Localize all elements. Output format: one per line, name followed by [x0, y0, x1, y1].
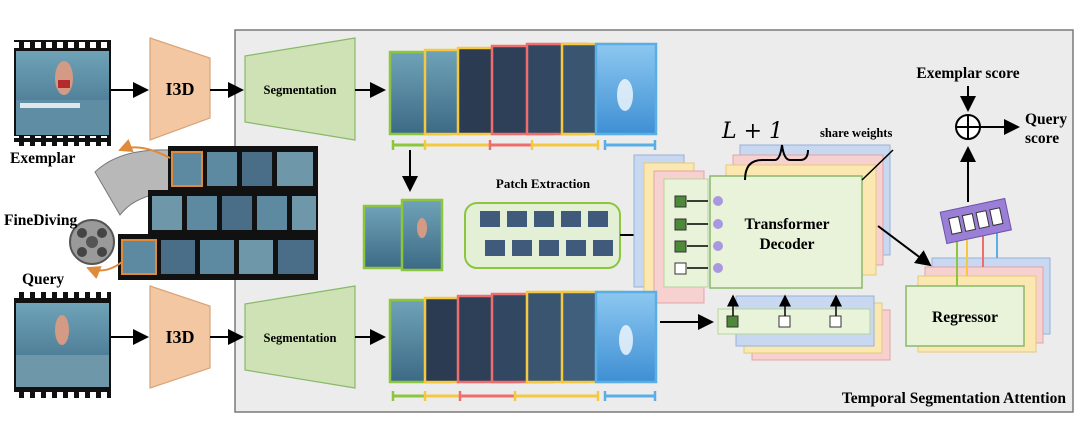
i3d-label-top: I3D: [165, 79, 194, 99]
query-video-thumbnail: [14, 292, 111, 398]
exemplar-label: Exemplar: [10, 150, 76, 167]
l-plus-one-label: L + 1: [721, 119, 783, 144]
temporal-segmentation-attention-label: Temporal Segmentation Attention: [842, 390, 1067, 407]
bottom-token-stack: [717, 294, 891, 361]
i3d-module-bottom: I3D: [149, 285, 211, 389]
sum-operator: [955, 114, 981, 140]
query-score-label-line2: score: [1025, 130, 1059, 147]
share-weights-brace: [744, 144, 809, 181]
finediving-label: FineDiving: [4, 212, 77, 229]
segmentation-label-top: Segmentation: [264, 83, 337, 97]
transformer-decoder-stack: Transformer Decoder: [709, 144, 891, 289]
finediving-film-strips: [69, 146, 318, 280]
query-score-label-line1: Query: [1025, 111, 1067, 128]
patch-extraction-box: [464, 202, 621, 269]
segment-clip-frames: [362, 198, 444, 272]
transformer-decoder-label-line2: Decoder: [759, 236, 814, 253]
segmentation-module-top: Segmentation: [244, 37, 356, 141]
query-segment-bars: [391, 391, 657, 401]
regressor-label: Regressor: [932, 309, 998, 326]
exemplar-frame-stack: [388, 42, 658, 136]
transformer-decoder-label-line1: Transformer: [745, 216, 830, 233]
regressor-outputs: [956, 232, 998, 286]
regressor-stack: Regressor: [905, 257, 1051, 353]
segmentation-module-bottom: Segmentation: [244, 285, 356, 389]
exemplar-video-thumbnail: [14, 40, 111, 146]
share-weights-label: share weights: [820, 126, 892, 140]
query-label: Query: [22, 271, 64, 288]
exemplar-score-label: Exemplar score: [916, 65, 1019, 82]
i3d-label-bottom: I3D: [165, 327, 194, 347]
exemplar-segment-bars: [391, 140, 657, 150]
i3d-module-top: I3D: [149, 37, 211, 141]
query-frame-stack: [388, 290, 658, 384]
query-token-stack: [633, 154, 709, 304]
segmentation-label-bottom: Segmentation: [264, 331, 337, 345]
score-aggregation-box: [939, 197, 1012, 245]
patch-extraction-label: Patch Extraction: [496, 176, 591, 191]
